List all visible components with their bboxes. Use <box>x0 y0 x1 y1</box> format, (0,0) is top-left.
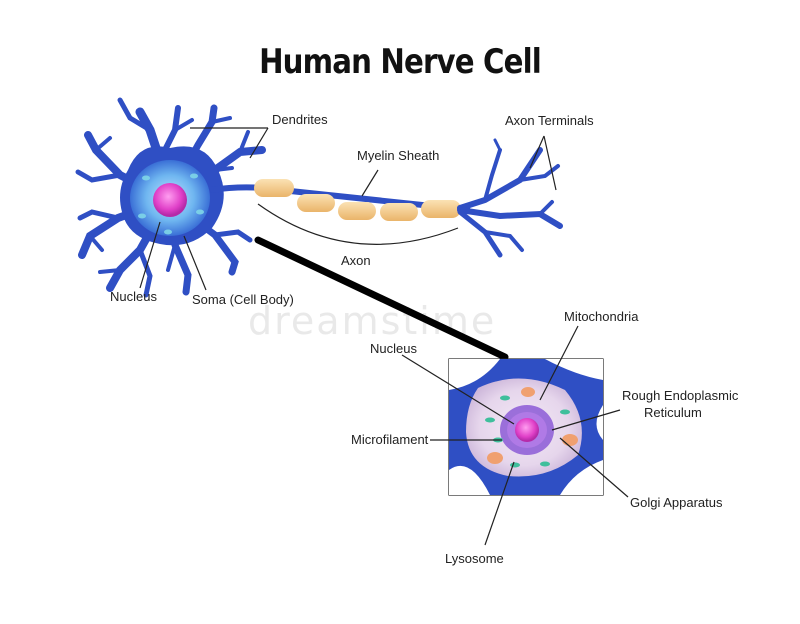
label-nucleus-detail: Nucleus <box>370 341 417 356</box>
myelin-sheath <box>254 179 461 221</box>
label-rough-er-line1: Rough Endoplasmic <box>622 388 739 403</box>
label-microfilament: Microfilament <box>351 432 429 447</box>
label-mitochondria: Mitochondria <box>564 309 639 324</box>
label-rough-er-line2: Reticulum <box>644 405 702 420</box>
label-myelin-sheath: Myelin Sheath <box>357 148 439 163</box>
label-lysosome: Lysosome <box>445 551 504 566</box>
label-soma: Soma (Cell Body) <box>192 292 294 307</box>
neuron-nucleus <box>153 183 187 217</box>
label-axon: Axon <box>341 253 371 268</box>
label-golgi-apparatus: Golgi Apparatus <box>630 495 723 510</box>
label-nucleus-neuron: Nucleus <box>110 289 157 304</box>
leader-lines <box>139 127 629 546</box>
axon-terminals <box>457 138 563 258</box>
label-axon-terminals: Axon Terminals <box>505 113 594 128</box>
label-dendrites: Dendrites <box>272 112 328 127</box>
cell-detail-inset <box>448 358 604 496</box>
zoom-connector <box>254 236 509 361</box>
diagram-title: Human Nerve Cell <box>259 42 542 82</box>
